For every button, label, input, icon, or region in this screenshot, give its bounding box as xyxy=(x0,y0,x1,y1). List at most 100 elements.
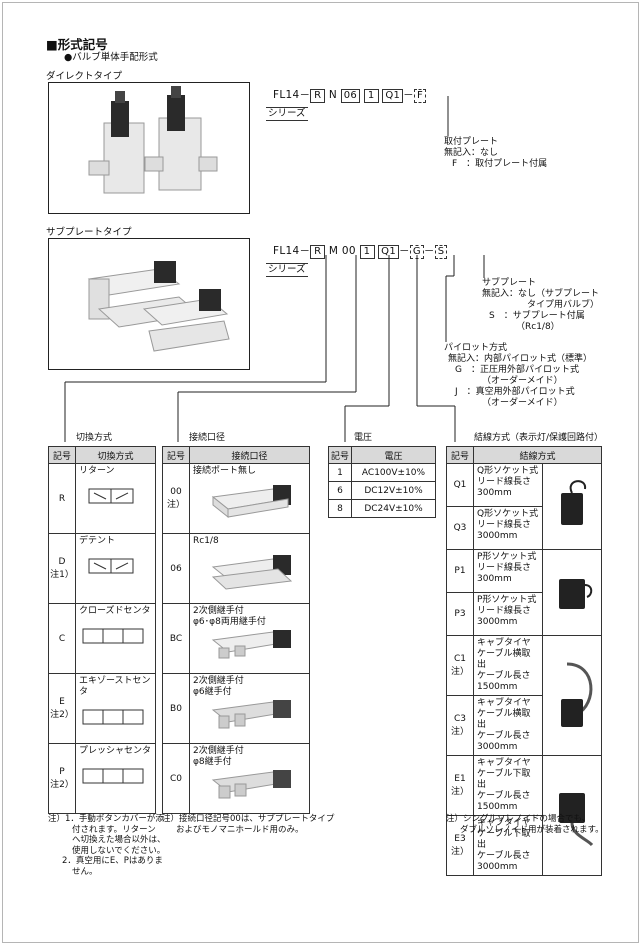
row-code: B0 xyxy=(162,673,190,744)
row-name: AC100V±10% xyxy=(351,463,436,482)
subplate-model-code: FL14－R M 00 1 Q1－G－S xyxy=(273,243,448,259)
socket-image-p xyxy=(542,549,602,636)
row-name: DC12V±10% xyxy=(351,481,436,500)
subplate-opt-title: サブプレート xyxy=(482,278,537,288)
table-header-row: 記号 電圧 xyxy=(328,446,436,464)
note-line: ダブルソレノイド用が装着されます。 xyxy=(460,824,604,835)
row-code: P3 xyxy=(446,592,474,636)
header-name: 結線方式 xyxy=(473,446,602,464)
cable-image-bottom xyxy=(542,755,602,876)
row-name: エキゾーストセンタ xyxy=(75,673,156,744)
table-row: 6 DC12V±10% xyxy=(328,481,436,500)
wiring-table-caption: 結線方式（表示灯/保護回路付） xyxy=(474,433,604,443)
row-code: C0 xyxy=(162,743,190,814)
direct-type-label: ダイレクトタイプ xyxy=(46,71,123,82)
valve-image xyxy=(559,579,593,609)
mount-plate-opt2: F ：取付プレート付属 xyxy=(452,159,548,169)
mount-plate-opt1: 無記入：なし xyxy=(444,148,499,158)
header-code: 記号 xyxy=(162,446,190,464)
note-line: せん。 xyxy=(72,866,98,877)
code-switch: R xyxy=(310,89,326,103)
voltage-table: 記号 電圧 1 AC100V±10% 6 DC12V±10% 8 DC24V±1… xyxy=(328,446,436,518)
note-line: 使用しないでください。 xyxy=(72,845,166,856)
voltage-table-caption: 電圧 xyxy=(354,433,373,443)
switch-table-caption: 切換方式 xyxy=(76,433,113,443)
code-wiring: Q1 xyxy=(382,89,404,103)
note-line: 2．真空用にE、Pはありま xyxy=(62,856,163,866)
pilot-title: パイロット方式 xyxy=(444,343,508,353)
section-title: ■形式記号 xyxy=(46,37,108,52)
valve-image xyxy=(559,793,594,847)
header-name: 接続口径 xyxy=(189,446,310,464)
table-row: C クローズドセンタ xyxy=(48,603,156,674)
valve-symbol xyxy=(82,768,144,784)
row-code: Q3 xyxy=(446,506,474,550)
header-name: 切換方式 xyxy=(75,446,156,464)
code-prefix: FL14－ xyxy=(273,245,311,257)
pilot-opt2b: （オーダーメイド） xyxy=(482,376,563,386)
row-code: R xyxy=(48,463,76,534)
port-table-caption: 接続口径 xyxy=(189,433,226,443)
socket-image-q xyxy=(542,463,602,550)
valve-image xyxy=(561,480,587,525)
note-line: およびモノマニホールド用のみ。 xyxy=(176,824,304,835)
valve-symbol xyxy=(82,628,144,644)
code-subplate: S xyxy=(434,245,448,259)
note-line: 付されます。リターン xyxy=(72,824,156,835)
row-code: C xyxy=(48,603,76,674)
note-line: 注）接続口径記号00は、サブプレートタイプ xyxy=(162,814,335,824)
valve-image xyxy=(561,662,593,727)
table-header-row: 記号 結線方式 xyxy=(446,446,602,464)
code-type: M xyxy=(328,245,339,257)
row-name: プレッシャセンタ xyxy=(75,743,156,814)
code-type: N xyxy=(328,89,338,101)
valve-symbol xyxy=(88,488,134,504)
subplate-type-photo xyxy=(48,238,250,370)
header-code: 記号 xyxy=(446,446,474,464)
subplate-opt1b: タイプ用バルブ） xyxy=(527,300,600,310)
direct-type-photo xyxy=(48,82,250,214)
code-voltage: 1 xyxy=(363,89,379,103)
code-prefix: FL14－ xyxy=(273,89,311,101)
valve-image xyxy=(211,485,291,519)
row-name: リターン xyxy=(75,463,156,534)
pilot-opt3: J ：真空用外部パイロット式 xyxy=(455,387,575,397)
row-code: 6 xyxy=(328,481,352,500)
valve-image xyxy=(211,700,291,729)
row-code: BC xyxy=(162,603,190,674)
table-header-row: 記号 接続口径 xyxy=(162,446,310,464)
code-voltage: 1 xyxy=(359,245,375,259)
table-row: 06 Rc1/8 xyxy=(162,533,310,604)
subplate-opt2b: （Rc1/8） xyxy=(516,322,560,332)
valve-symbol xyxy=(82,709,144,725)
pilot-opt1: 無記入：内部パイロット式（標準） xyxy=(448,354,593,364)
row-code: 06 xyxy=(162,533,190,604)
subplate-opt1: 無記入：なし（サブプレート xyxy=(482,289,600,299)
subplate-type-label: サブプレートタイプ xyxy=(46,227,132,238)
row-code: 8 xyxy=(328,499,352,518)
port-table-notes: 注）接続口径記号00は、サブプレートタイプ およびモノマニホールド用のみ。 xyxy=(162,814,334,835)
